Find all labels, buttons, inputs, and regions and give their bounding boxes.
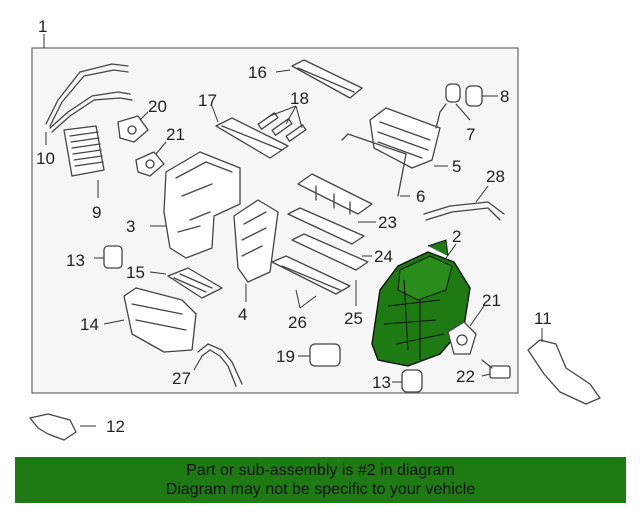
callout-13-right: 13 xyxy=(372,373,391,392)
part-18-bushings xyxy=(257,105,307,142)
callout-26: 26 xyxy=(288,313,307,332)
callout-5: 5 xyxy=(452,157,461,176)
part-27-hose xyxy=(193,343,243,387)
callout-4: 4 xyxy=(238,305,247,324)
part-24-door xyxy=(287,207,372,271)
part-13-gasket-right xyxy=(392,369,423,393)
banner-line-2: Diagram may not be specific to your vehi… xyxy=(165,481,476,498)
callout-7: 7 xyxy=(466,125,475,144)
part-26-door xyxy=(271,255,351,309)
callout-15: 15 xyxy=(126,263,145,282)
part-15-door xyxy=(149,267,223,299)
callout-9: 9 xyxy=(92,203,101,222)
callout-24: 24 xyxy=(374,247,393,266)
part-11-duct xyxy=(527,328,601,405)
callout-labels: 1 2 3 4 5 6 7 8 9 10 11 12 13 13 14 15 1… xyxy=(36,17,552,436)
part-23-door xyxy=(297,173,376,223)
callout-20: 20 xyxy=(148,97,167,116)
parts-diagram: 1 2 3 4 5 6 7 8 9 10 11 12 13 13 14 15 1… xyxy=(29,17,601,441)
callout-14: 14 xyxy=(80,315,99,334)
info-banner: Part or sub-assembly is #2 in diagram Di… xyxy=(15,457,626,503)
callout-25: 25 xyxy=(344,309,363,328)
callout-10: 10 xyxy=(36,149,55,168)
callout-1: 1 xyxy=(38,17,47,36)
callout-22: 22 xyxy=(456,367,475,386)
part-22-connector xyxy=(481,359,511,379)
part-17-filter xyxy=(211,105,289,159)
callout-12: 12 xyxy=(106,417,125,436)
part-7-8-gaskets xyxy=(445,83,498,121)
part-14-lower-case xyxy=(103,287,197,353)
callout-16: 16 xyxy=(248,63,267,82)
callout-8: 8 xyxy=(500,87,509,106)
callout-6: 6 xyxy=(416,187,425,206)
part-21-actuator-right xyxy=(447,305,485,355)
callout-21-right: 21 xyxy=(482,291,501,310)
part-6-seal xyxy=(341,133,410,197)
callout-11: 11 xyxy=(534,309,552,328)
part-9-heater-core xyxy=(63,125,105,198)
part-20-actuator xyxy=(117,111,149,143)
part-2-blower-highlighted xyxy=(371,239,471,367)
callout-2: 2 xyxy=(452,227,461,246)
callout-28: 28 xyxy=(486,167,505,186)
part-28-hose xyxy=(423,185,505,221)
part-3-case xyxy=(150,151,241,259)
part-5-evaporator xyxy=(369,103,448,169)
part-13-gasket-left xyxy=(94,245,123,269)
part-10-pipes xyxy=(45,63,133,145)
part-21-actuator-left xyxy=(135,141,167,177)
part-19-gasket xyxy=(298,343,341,367)
callout-17: 17 xyxy=(198,91,217,110)
part-4-case xyxy=(233,199,279,302)
callout-13-left: 13 xyxy=(66,251,85,270)
callout-19: 19 xyxy=(276,347,295,366)
callout-27: 27 xyxy=(172,369,191,388)
part-16-filter-top xyxy=(275,59,363,99)
part-12-duct xyxy=(29,413,96,441)
callout-21-left: 21 xyxy=(166,125,185,144)
banner-line-1: Part or sub-assembly is #2 in diagram xyxy=(186,462,455,479)
callout-18: 18 xyxy=(290,89,309,108)
callout-3: 3 xyxy=(126,217,135,236)
callout-23: 23 xyxy=(378,213,397,232)
